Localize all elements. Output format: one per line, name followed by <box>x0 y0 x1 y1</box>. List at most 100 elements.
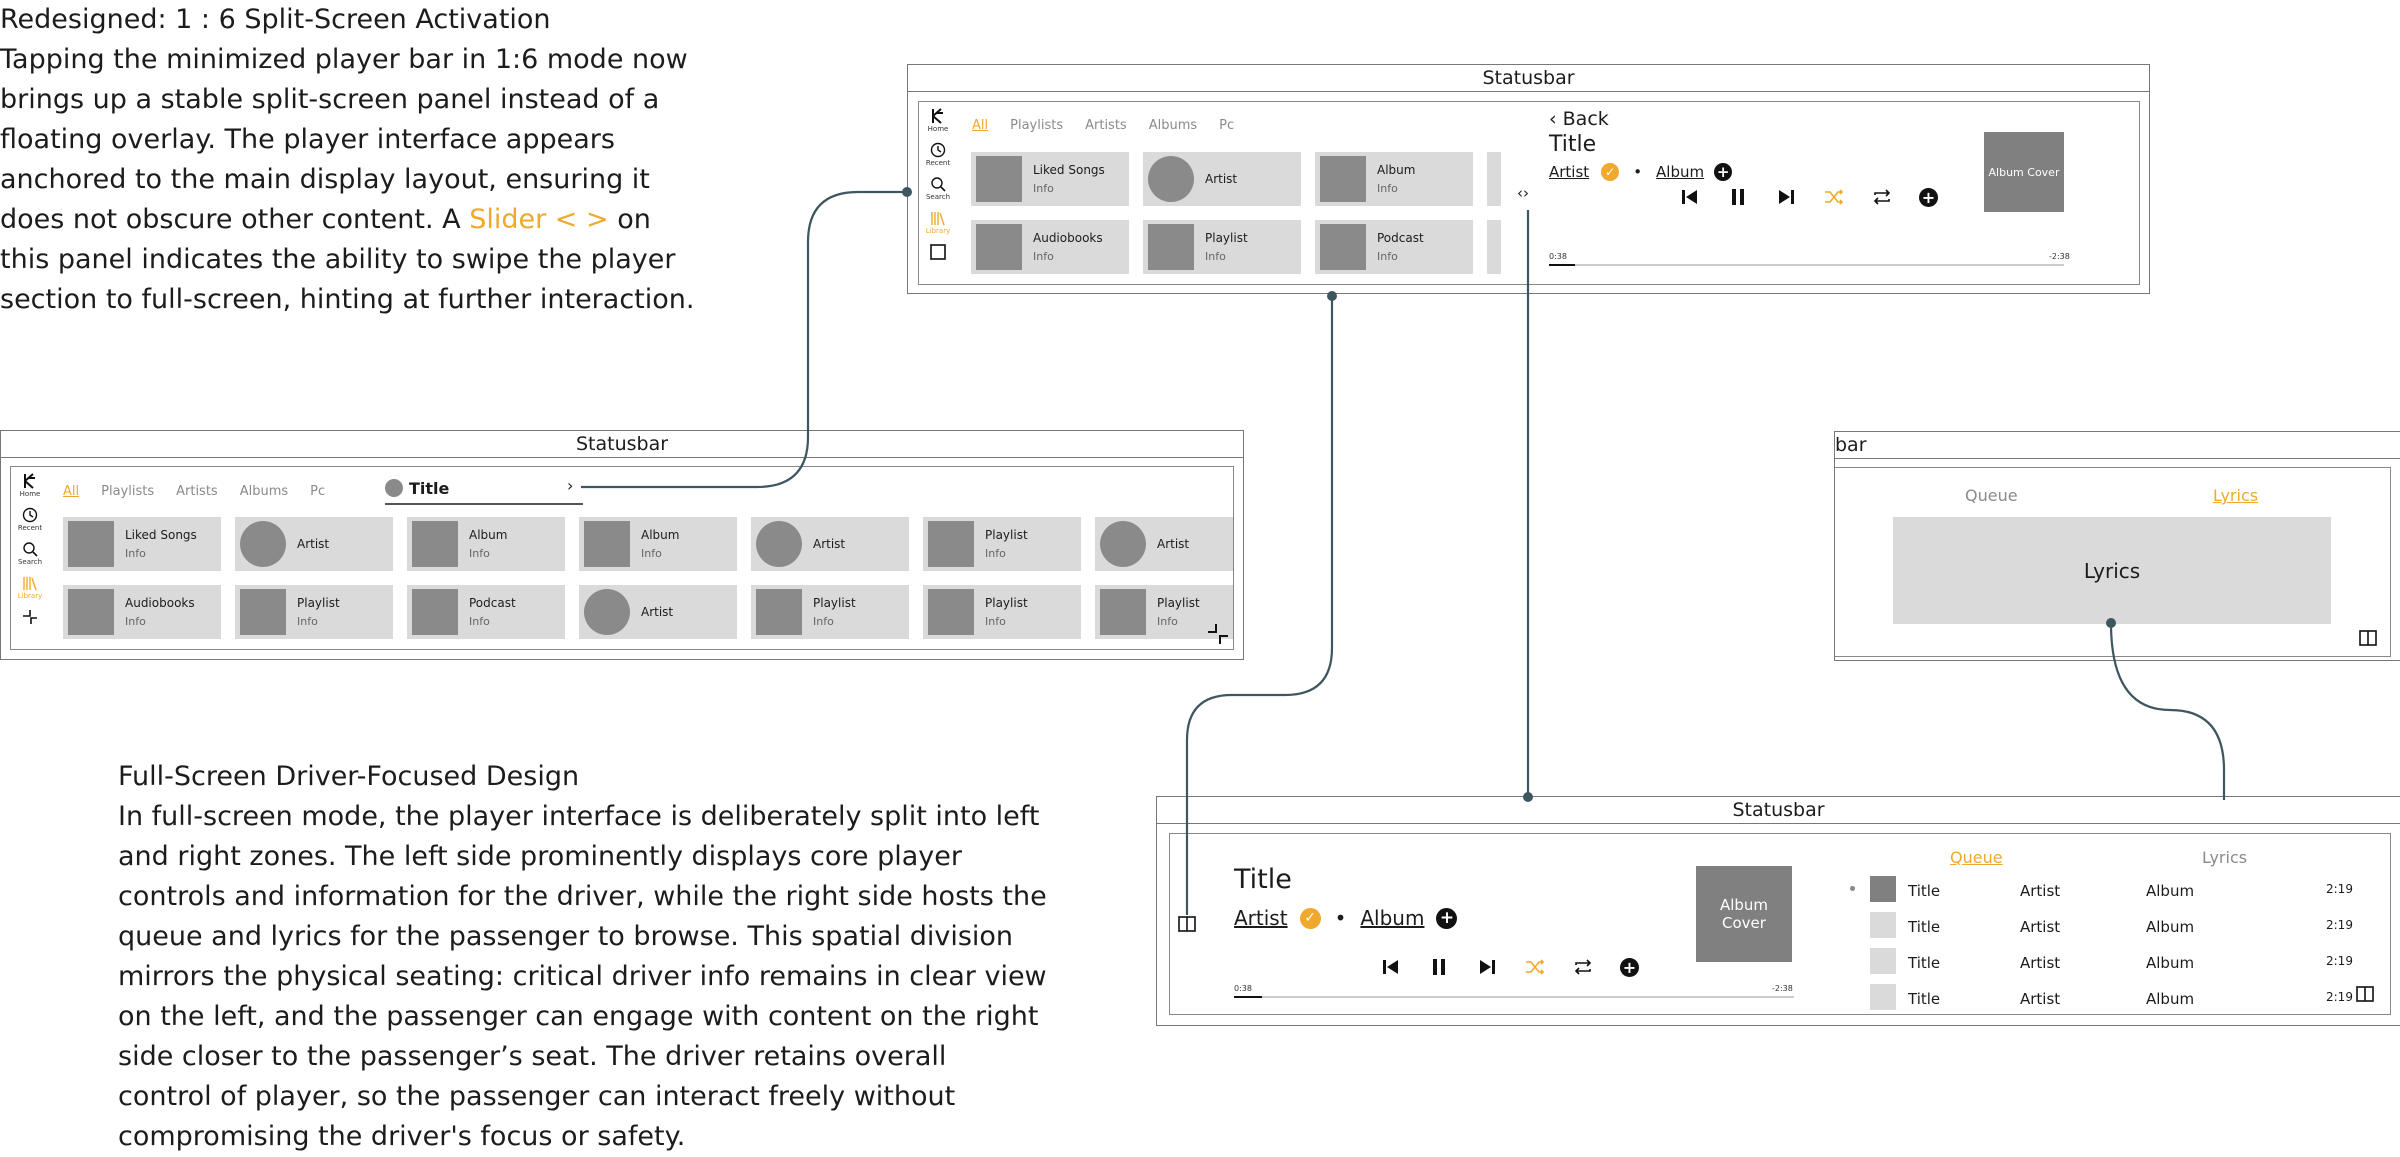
rail-search-label: Search <box>17 558 43 566</box>
progress-bar[interactable] <box>1549 264 2064 266</box>
tile-artist[interactable]: Artist <box>751 517 909 571</box>
pause-icon[interactable] <box>1727 186 1749 208</box>
skip-back-icon[interactable] <box>1380 956 1402 978</box>
statusbar: Statusbar <box>1 431 1243 458</box>
repeat-icon[interactable] <box>1871 186 1893 208</box>
chevron-right-icon[interactable]: › <box>567 476 574 495</box>
rail-search-label: Search <box>925 193 951 201</box>
rail-library-label: Library <box>17 592 43 600</box>
mockup-minimized-player: Statusbar Home Recent Search Library All… <box>0 430 1244 660</box>
slider-handle-icon[interactable]: ‹› <box>1517 184 1529 202</box>
intro-paragraph: Tapping the minimized player bar in 1:6 … <box>0 40 700 320</box>
add-to-queue-icon[interactable]: + <box>1919 187 1938 207</box>
rail-recent[interactable]: Recent <box>17 507 43 532</box>
album-link[interactable]: Album <box>1360 906 1425 930</box>
tab-all[interactable]: All <box>63 484 80 499</box>
remaining-time: -2:38 <box>2049 252 2070 261</box>
repeat-icon[interactable] <box>1572 956 1594 978</box>
tile-artist[interactable]: Artist <box>235 517 393 571</box>
pause-icon[interactable] <box>1428 956 1450 978</box>
shuffle-icon[interactable] <box>1823 186 1845 208</box>
tab-albums[interactable]: Albums <box>239 484 289 499</box>
tab-lyrics[interactable]: Lyrics <box>2213 486 2259 505</box>
rail-home[interactable]: Home <box>925 108 951 133</box>
mini-player-bar[interactable]: Title › <box>385 473 583 505</box>
progress-bar[interactable] <box>1234 996 1794 998</box>
skip-forward-icon[interactable] <box>1476 956 1498 978</box>
split-view-icon[interactable] <box>2359 630 2377 650</box>
tile-artist[interactable]: Artist <box>1095 517 1233 571</box>
tab-all[interactable]: All <box>972 118 989 133</box>
player-controls: + <box>1679 186 1938 208</box>
screen: Title Artist ✓ • Album + Album Cover + 0… <box>1169 833 2391 1015</box>
tab-playlists[interactable]: Playlists <box>1010 118 1064 133</box>
rail-recent-label: Recent <box>925 159 951 167</box>
rail-recent[interactable]: Recent <box>925 142 951 167</box>
add-icon[interactable]: + <box>1714 163 1733 181</box>
rail-search[interactable]: Search <box>17 541 43 566</box>
queue-artist: Artist <box>2020 954 2061 972</box>
playing-dot-icon <box>1850 886 1855 891</box>
tab-artists[interactable]: Artists <box>176 484 218 499</box>
expand-icon[interactable] <box>1207 623 1229 649</box>
tile-artist[interactable]: Artist <box>1143 152 1301 206</box>
tab-lyrics[interactable]: Lyrics <box>2202 848 2248 867</box>
skip-back-icon[interactable] <box>1679 186 1701 208</box>
tile-artist[interactable]: Artist <box>579 585 737 639</box>
back-button[interactable]: ‹ Back <box>1549 108 1609 130</box>
tab-more[interactable]: Pc <box>1219 118 1235 133</box>
tab-playlists[interactable]: Playlists <box>101 484 155 499</box>
square-icon[interactable] <box>925 244 951 260</box>
split-view-icon[interactable] <box>2356 986 2374 1006</box>
fullscreen-note: Full-Screen Driver-Focused Design In ful… <box>118 757 1048 1157</box>
tab-queue[interactable]: Queue <box>1965 486 2018 505</box>
add-to-queue-icon[interactable]: + <box>1620 957 1639 977</box>
rail-search[interactable]: Search <box>925 176 951 201</box>
statusbar: Statusbar <box>908 65 2149 92</box>
album-cover: Album Cover <box>1696 866 1792 962</box>
verified-check-icon: ✓ <box>1601 163 1620 181</box>
tab-albums[interactable]: Albums <box>1148 118 1198 133</box>
tab-artists[interactable]: Artists <box>1085 118 1127 133</box>
add-icon[interactable]: + <box>1436 907 1458 929</box>
split-player-panel: ‹ Back Title Artist ✓ • Album + Album Co… <box>1549 102 2129 286</box>
artist-link[interactable]: Artist <box>1549 163 1590 181</box>
filter-tabs: All Playlists Artists Albums Pc <box>63 484 347 499</box>
rail-library[interactable]: Library <box>17 575 43 600</box>
mini-title: Title <box>409 479 450 498</box>
slider-highlight: Slider < > <box>469 204 609 235</box>
tab-queue[interactable]: Queue <box>1950 848 2003 867</box>
collapse-icon[interactable] <box>17 609 43 625</box>
skip-forward-icon[interactable] <box>1775 186 1797 208</box>
rail-home[interactable]: Home <box>17 473 43 498</box>
album-link[interactable]: Album <box>1656 163 1705 181</box>
shuffle-icon[interactable] <box>1524 956 1546 978</box>
queue-title: Title <box>1908 918 1941 936</box>
tab-more[interactable]: Pc <box>310 484 326 499</box>
artist-link[interactable]: Artist <box>1234 906 1288 930</box>
rail-library[interactable]: Library <box>925 210 951 235</box>
nav-rail: Home Recent Search Library <box>925 108 951 269</box>
queue-album: Album <box>2146 954 2195 972</box>
clock-icon <box>22 507 38 523</box>
split-view-icon[interactable] <box>1178 916 1196 936</box>
